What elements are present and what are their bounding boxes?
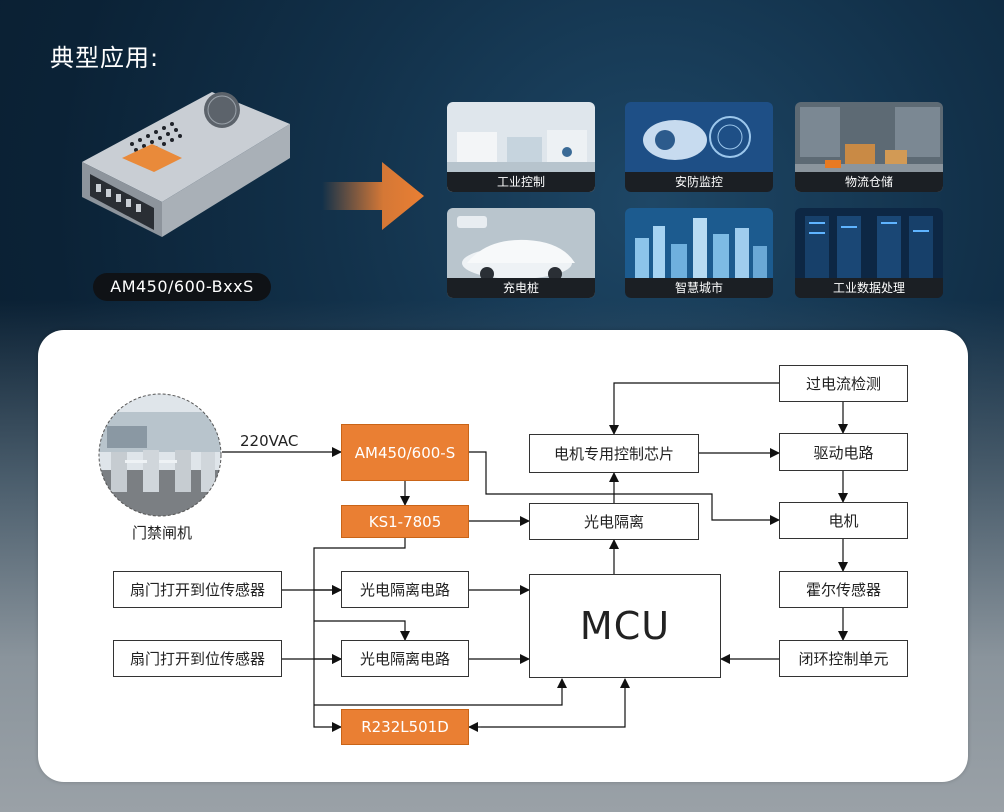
turnstile-label: 门禁闸机 [132,524,193,542]
tile-caption: 安防监控 [625,172,773,192]
product-model-pill: AM450/600-BxxS [93,273,271,301]
tile-caption: 智慧城市 [625,278,773,298]
overcurrent-box: 过电流检测 [779,365,908,402]
regulator-box: KS1-7805 [341,505,469,538]
mcu-box: MCU [529,574,721,678]
opto-circuit-box-2: 光电隔离电路 [341,640,469,677]
hall-sensor-box: 霍尔传感器 [779,571,908,608]
tile-ev-charging: 充电桩 [447,208,595,298]
closed-loop-box: 闭环控制单元 [779,640,908,677]
power-module-box: AM450/600-S [341,424,469,481]
interface-box: R232L501D [341,709,469,745]
tile-smart-city: 智慧城市 [625,208,773,298]
tile-security: 安防监控 [625,102,773,192]
power-supply-image [82,92,290,237]
door-sensor-box-2: 扇门打开到位传感器 [113,640,282,677]
input-voltage-label: 220VAC [240,432,299,450]
tile-logistics: 物流仓储 [795,102,943,192]
tile-industrial-data: 工业数据处理 [795,208,943,298]
page-title: 典型应用: [50,44,160,72]
turnstile-image [98,393,222,517]
tile-caption: 充电桩 [447,278,595,298]
tile-caption: 工业控制 [447,172,595,192]
motor-box: 电机 [779,502,908,539]
opto-isolation-box: 光电隔离 [529,503,699,540]
tile-caption: 物流仓储 [795,172,943,192]
motor-chip-box: 电机专用控制芯片 [529,434,699,473]
tile-caption: 工业数据处理 [795,278,943,298]
door-sensor-box-1: 扇门打开到位传感器 [113,571,282,608]
opto-circuit-box-1: 光电隔离电路 [341,571,469,608]
drive-circuit-box: 驱动电路 [779,433,908,471]
arrow-right-icon [322,162,424,230]
tile-industrial-control: 工业控制 [447,102,595,192]
